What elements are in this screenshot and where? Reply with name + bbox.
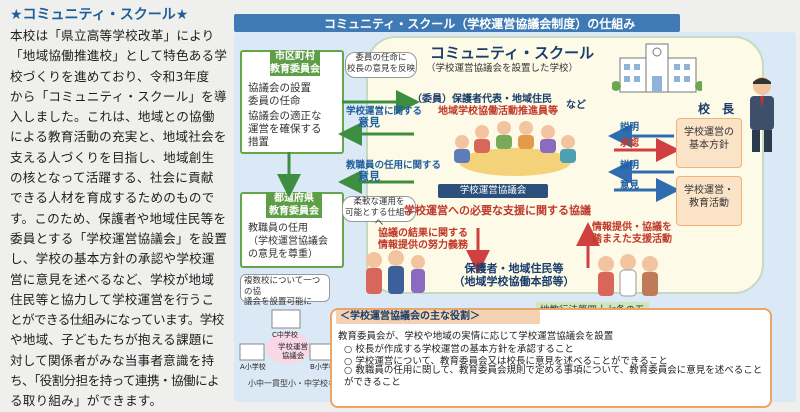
- principal-policy: 学校運営の 基本方針: [684, 127, 734, 151]
- note-flexible: 柔軟な運用を 可能とする仕組みへ: [342, 196, 416, 228]
- note-appoint: 委員の任命に 校長の意見を反映: [345, 52, 417, 78]
- school-a-label: A小学校: [240, 363, 266, 371]
- meeting-people-icon: [454, 121, 576, 176]
- members-label-red: 地域学校協働活動推進員等: [438, 106, 558, 117]
- support-label: 学校運営への必要な支援に関する協議: [404, 204, 591, 217]
- note-multi-school: 複数校について一つの協 議会を設置可能に: [240, 274, 330, 307]
- residents-people-icon: [598, 254, 658, 297]
- intro-line: 支える人づくりを目指し、地域創生: [10, 149, 215, 165]
- intro-line: や地域、子どもたちが抱える課題に: [10, 332, 215, 348]
- explain1-label: 説明: [620, 122, 640, 133]
- intro-line: 校づくりを進めており、令和3年度: [10, 68, 210, 84]
- intro-line: す。このため、保護者や地域住民等を: [10, 210, 227, 226]
- arrows-layer: [277, 90, 736, 274]
- principal-policy-box: [676, 118, 742, 168]
- section-title: ★コミュニティ・スクール★: [10, 7, 189, 23]
- council-label: 学校運営協議会: [438, 184, 548, 198]
- intro-line: の核となって活躍する、社会に貢献: [10, 170, 214, 186]
- school-cluster-icon: [239, 309, 335, 364]
- support-activity-label: 情報提供・協議を 踏まえた支援活動: [592, 222, 672, 245]
- intro-line: とができる仕組みになっています。学校: [10, 312, 224, 328]
- intro-line: 営に意見を述べるなど、学校が地域: [10, 271, 215, 287]
- opinion2-text: 意見: [358, 170, 380, 183]
- opinion1-label: 学校運営に関する: [346, 106, 423, 117]
- intro-line: 対して関係者がみな当事者意識を持: [10, 352, 215, 368]
- school-council-label: 学校運営 協議会: [278, 342, 308, 360]
- explain2-label: 説明: [620, 160, 640, 171]
- approve-label: 承認: [620, 138, 640, 149]
- roles-intro: 教育委員会が、学校や地域の実情に応じて学校運営協議会を設置: [338, 331, 614, 342]
- members-etc: など: [566, 100, 586, 111]
- city-board-title: 市区町村 教育委員会: [270, 50, 320, 76]
- intro-line: できる人材を育成するためのもので: [10, 190, 215, 206]
- roles-title: ＜学校運営協議会の主な役割＞: [336, 310, 540, 324]
- intro-line: 本校は「県立高等学校改革」により: [10, 28, 215, 43]
- school-building-icon: [612, 43, 702, 93]
- info-duty-label: 協議の結果に関する 情報提供の努力義務: [378, 228, 468, 251]
- intro-line: ち、「役割分担を持って連携・協働によ: [10, 373, 220, 389]
- intro-text: 本校は「県立高等学校改革」により 「地域協働推進校」として特色ある学 校づくりを…: [10, 26, 232, 412]
- members-label: （委員）保護者代表・地域住民: [412, 94, 552, 105]
- intro-line: 「地域協働推進校」として特色ある学: [10, 48, 228, 64]
- community-people-icon: [366, 250, 425, 294]
- intro-line: 入しました。これは、地域との協働: [10, 109, 215, 125]
- roles-item: ○ 教職員の任用に関して、教育委員会規則で定める事項について、教育委員会に意見を…: [344, 365, 763, 388]
- diagram-header: コミュニティ・スクール（学校運営協議会制度）の仕組み: [234, 14, 680, 32]
- cs-subtitle: （学校運営協議会を設置した学校）: [426, 63, 579, 74]
- cs-title: コミュニティ・スクール: [430, 44, 595, 62]
- city-board-item-measures: 協議会の適正な 運営を確保する 措置: [248, 110, 322, 148]
- principal-activity: 学校運営・ 教育活動: [684, 185, 734, 209]
- roles-box: [330, 308, 772, 408]
- pref-board-item: 教職員の任用 （学校運営協議会 の意見を尊重）: [248, 223, 328, 260]
- principal-person-icon: [750, 77, 774, 152]
- intro-line: る取り組み」ができます。: [10, 393, 163, 409]
- opinion1-text: 意見: [358, 116, 380, 129]
- school-b-label: B小学校: [310, 363, 336, 371]
- opinion3-label: 意見: [620, 180, 640, 191]
- principal-title: 校 長: [698, 102, 735, 116]
- intro-line: 住民等と協力して学校運営を行うこ: [10, 291, 215, 307]
- city-board-item-setup: 協議会の設置 委員の任命: [248, 82, 311, 107]
- intro-line: し、学校の基本方針の承認や学校運: [10, 251, 215, 267]
- principal-activity-box: [676, 176, 742, 226]
- school-caption: 小中一貫型小・中学校など: [248, 379, 344, 388]
- roles-item: ○ 学校運営について、教育委員会又は校長に意見を述べることができること: [344, 356, 668, 367]
- community-label: 保護者・地域住民等 （地域学校協働本部等）: [453, 262, 575, 288]
- intro-line: 委員とする「学校運営協議会」を設置: [10, 230, 228, 246]
- opinion2-label: 教職員の任用に関する: [346, 160, 442, 171]
- intro-line: による教育活動の充実と、地域社会を: [10, 129, 227, 145]
- roles-item: ○ 校長が作成する学校運営の基本方針を承認すること: [344, 344, 574, 355]
- school-c-label: C中学校: [272, 331, 298, 339]
- intro-line: から「コミュニティ・スクール」を導: [10, 88, 227, 104]
